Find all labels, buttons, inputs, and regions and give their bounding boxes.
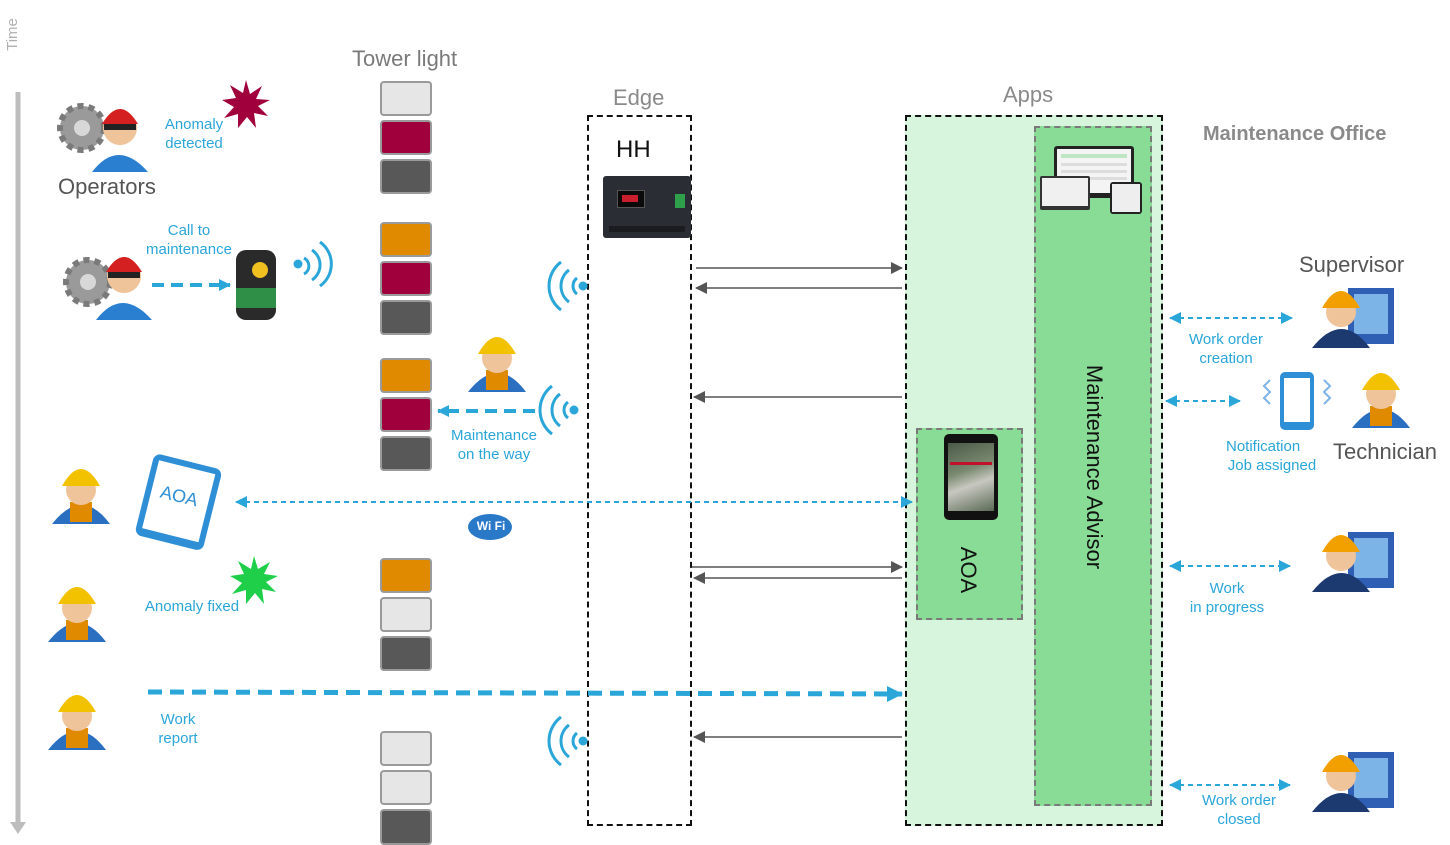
tower-light-3-mid xyxy=(380,397,432,432)
anomaly-burst-icon xyxy=(222,80,270,128)
notification-text: Notification Job assigned xyxy=(1226,438,1317,474)
tower-light-4-mid xyxy=(380,597,432,632)
tower-light-2-mid xyxy=(380,261,432,296)
call-to-maintenance-text: Call to maintenance xyxy=(146,222,232,258)
hh-label: HH xyxy=(616,136,651,163)
aoa-app-tablet xyxy=(944,434,998,520)
tower-light-4-top xyxy=(380,558,432,593)
tower-light-title: Tower light xyxy=(352,46,458,71)
work-order-closed-text: Work order closed xyxy=(1202,792,1276,828)
tower-light-3-top xyxy=(380,358,432,393)
anomaly-fixed-text: Anomaly fixed xyxy=(144,598,240,615)
devices-icon xyxy=(1040,144,1150,219)
supervisor-icon-2 xyxy=(1312,532,1394,592)
work-report-arrow xyxy=(147,685,903,702)
tower-light-3-bottom xyxy=(380,436,432,471)
technician-icon-4 xyxy=(48,695,106,750)
tower-light-4-bottom xyxy=(380,636,432,671)
wifi-text: Wi Fi xyxy=(476,519,506,533)
tower-light-1-mid xyxy=(380,120,432,155)
tower-light-2-top xyxy=(380,222,432,257)
technician-icon-3 xyxy=(48,587,106,642)
technician-icon-2 xyxy=(52,469,110,524)
maintenance-on-way-text: Maintenance on the way xyxy=(451,427,537,463)
hh-controller-icon xyxy=(603,176,691,238)
aoa-tablet-icon xyxy=(135,454,222,550)
technician-icon-5 xyxy=(1352,373,1410,428)
work-in-progress-text: Work in progress xyxy=(1189,580,1265,616)
supervisor-icon-3 xyxy=(1312,752,1394,812)
work-order-creation-text: Work order creation xyxy=(1189,331,1263,367)
call-button-icon xyxy=(236,250,276,320)
wifi-icon xyxy=(468,514,512,540)
signal-call-icon xyxy=(293,240,333,288)
tower-light-3 xyxy=(380,358,434,474)
tower-light-5-top xyxy=(380,731,432,766)
supervisor-icon-1 xyxy=(1312,288,1394,348)
tower-light-1-bottom xyxy=(380,159,432,194)
tower-light-2 xyxy=(380,222,434,338)
technician-icon-1 xyxy=(468,337,526,392)
tower-light-1-top xyxy=(380,81,432,116)
apps-title: Apps xyxy=(1003,82,1054,107)
edge-signal-2-icon xyxy=(538,384,579,436)
maintenance-office-title: Maintenance Office xyxy=(1203,123,1387,145)
tower-light-2-bottom xyxy=(380,300,432,335)
operators-label: Operators xyxy=(58,174,156,199)
operator-2-icon xyxy=(63,257,152,320)
edge-title: Edge xyxy=(613,85,665,110)
operator-1-icon xyxy=(57,103,148,172)
tower-light-5-bottom xyxy=(380,809,432,845)
phone-notification-icon xyxy=(1262,372,1332,430)
tower-light-4 xyxy=(380,558,434,674)
tower-light-5 xyxy=(380,731,434,845)
fixed-burst-icon xyxy=(230,556,278,604)
work-report-text: Work report xyxy=(158,711,198,747)
supervisor-label: Supervisor xyxy=(1299,252,1405,277)
maintenance-advisor-panel xyxy=(1034,126,1152,806)
time-axis-arrow xyxy=(10,822,26,834)
tower-light-1 xyxy=(380,81,434,197)
technician-label: Technician xyxy=(1333,439,1437,464)
edge-signal-1-icon xyxy=(547,260,588,312)
tower-light-5-mid xyxy=(380,770,432,805)
edge-container xyxy=(587,115,692,826)
anomaly-detected-text: Anomaly detected xyxy=(164,116,224,152)
edge-signal-3-icon xyxy=(547,715,588,767)
